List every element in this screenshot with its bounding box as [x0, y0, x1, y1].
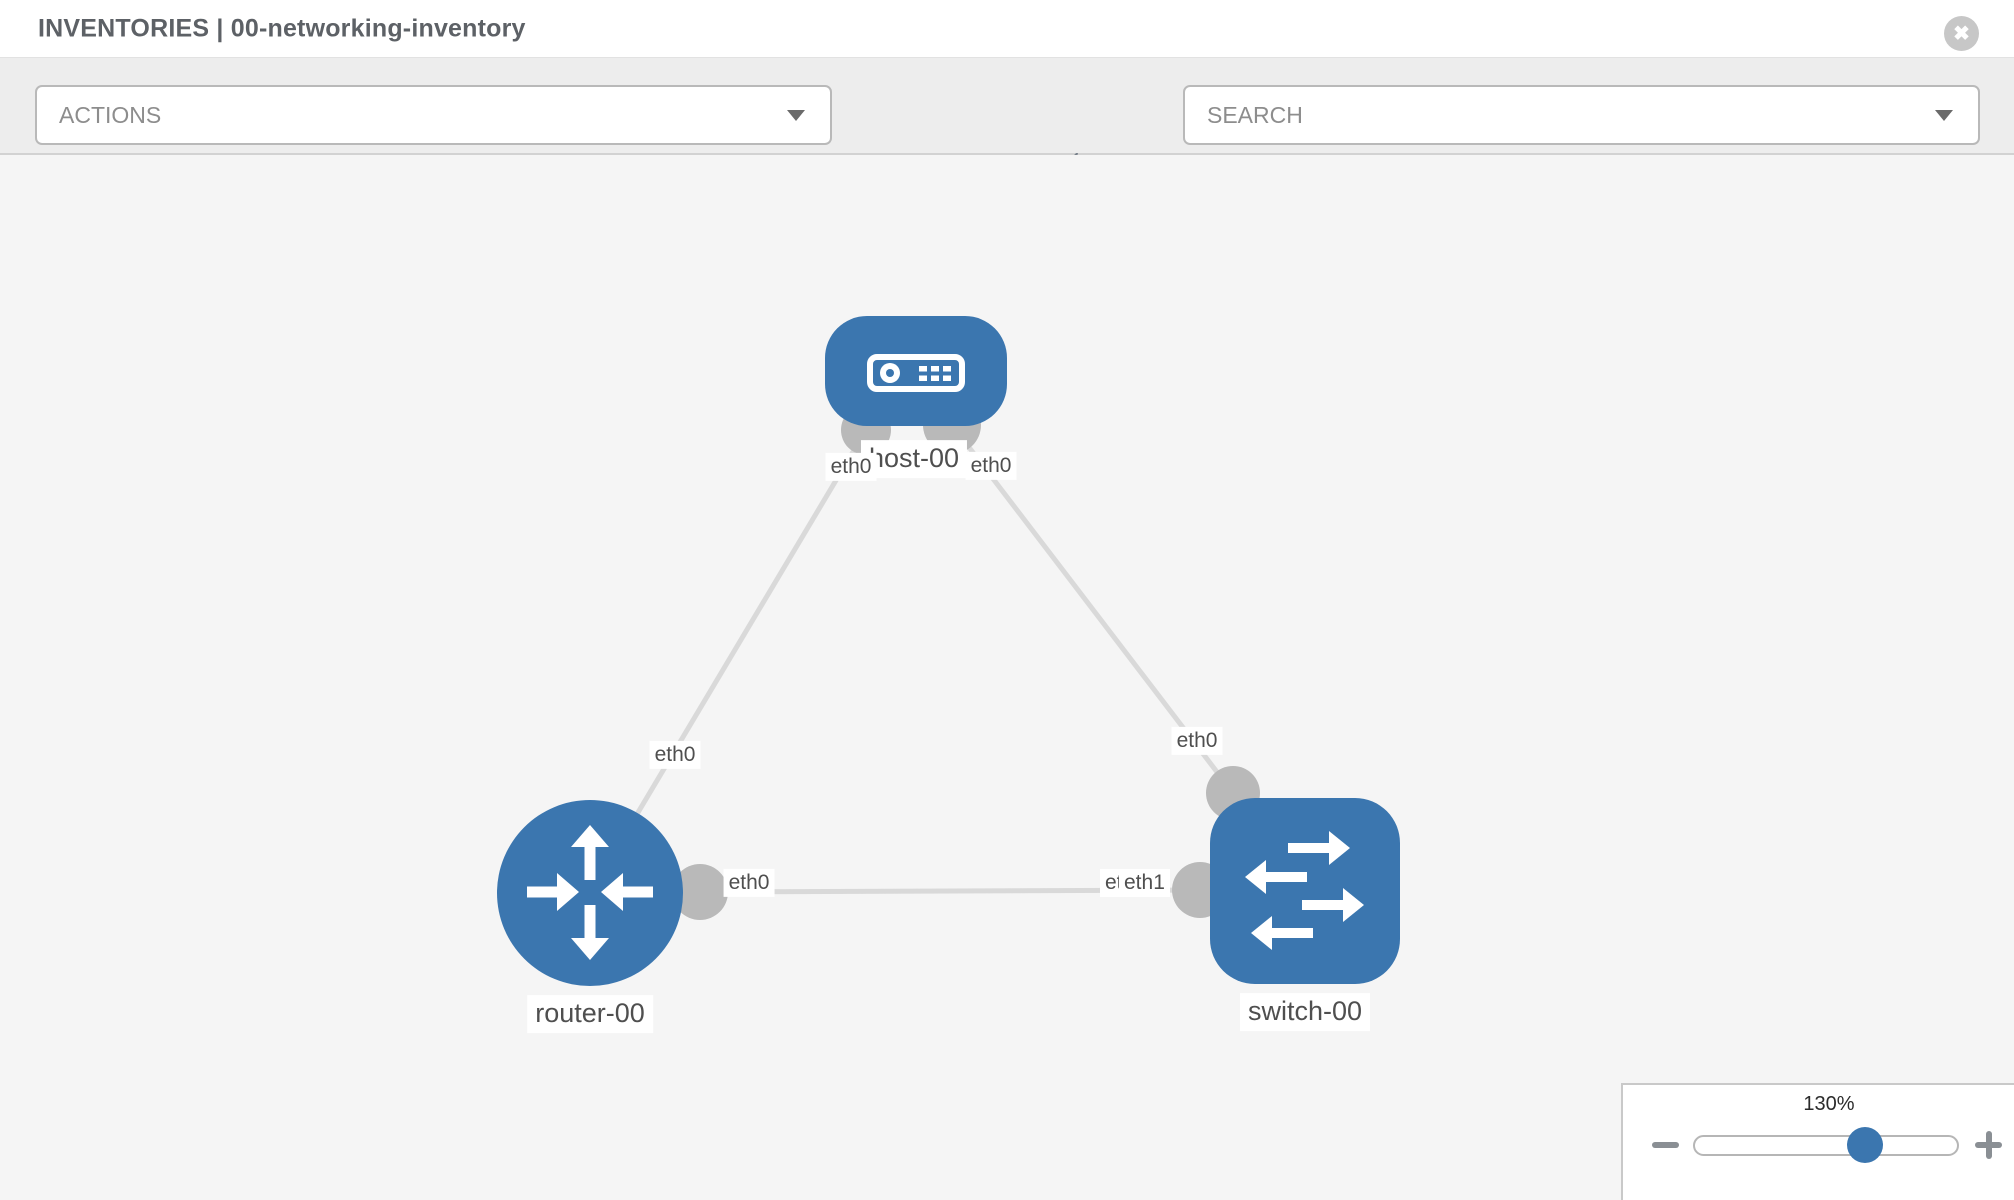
search-placeholder: SEARCH: [1207, 101, 1303, 128]
chevron-down-icon: [787, 110, 805, 121]
actions-dropdown-label: ACTIONS: [59, 101, 162, 128]
zoom-slider-track[interactable]: [1693, 1135, 1959, 1156]
interface-label-router-eth0: eth0: [723, 868, 775, 898]
interface-label-host-eth0-right: eth0: [965, 451, 1017, 481]
node-label-switch: switch-00: [1239, 993, 1371, 1031]
zoom-slider-handle[interactable]: [1847, 1127, 1883, 1163]
panel-header: INVENTORIES | 00-networking-inventory ✖: [0, 0, 2014, 57]
zoom-in-button[interactable]: [1973, 1131, 2005, 1159]
zoom-level: 130%: [1803, 1093, 1855, 1115]
page-title: INVENTORIES | 00-networking-inventory: [38, 14, 526, 43]
interface-label-host-eth0-left: eth0: [825, 452, 877, 482]
router-icon: [527, 825, 653, 960]
host-icon: [867, 354, 965, 392]
chevron-down-icon: [1935, 110, 1953, 121]
node-host-00[interactable]: [825, 316, 1007, 426]
toolbar: ACTIONS SEARCH: [0, 57, 2014, 192]
actions-dropdown[interactable]: ACTIONS: [35, 85, 832, 145]
search-dropdown[interactable]: SEARCH: [1183, 85, 1980, 145]
node-switch-00[interactable]: [1210, 798, 1400, 984]
zoom-out-button[interactable]: [1650, 1131, 1682, 1159]
interface-label-router-eth0-uplink: eth0: [649, 740, 701, 770]
zoom-control-panel: 130%: [1621, 1083, 2014, 1200]
connector-dot: [672, 864, 728, 920]
interface-label-switch-eth0: eth0: [1171, 726, 1223, 756]
link-lines: [587, 423, 1235, 895]
breadcrumb-section: INVENTORIES: [38, 14, 210, 42]
close-icon: ✖: [1953, 22, 1970, 45]
close-button[interactable]: ✖: [1944, 16, 1979, 51]
switch-icon: [1245, 831, 1364, 950]
node-router-00[interactable]: [497, 800, 683, 986]
breadcrumb-separator: |: [216, 14, 224, 42]
interface-label-switch-eth1: eth1: [1119, 869, 1170, 898]
node-label-host: host-00: [860, 440, 968, 478]
node-label-router: router-00: [527, 995, 653, 1033]
topology-canvas[interactable]: host-00 router-00 switch-00 eth0 eth0 et…: [0, 155, 2014, 1200]
inventory-name: 00-networking-inventory: [230, 14, 526, 42]
